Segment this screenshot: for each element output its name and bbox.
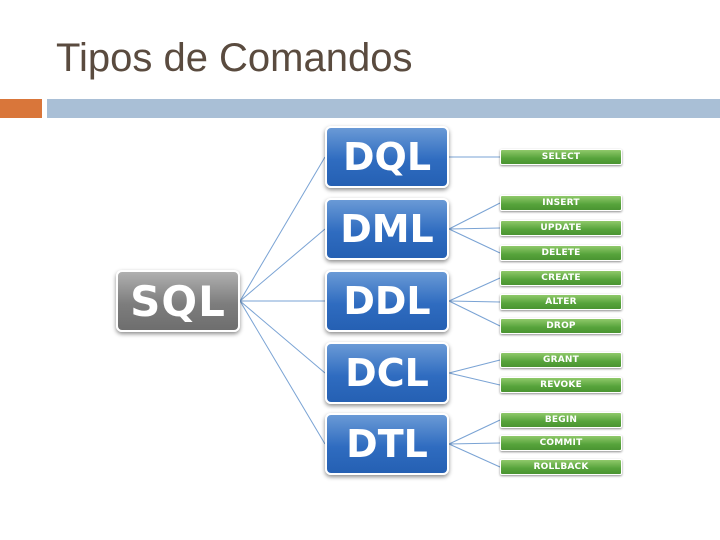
connector-line (448, 443, 501, 468)
command-rollback: ROLLBACK (500, 459, 622, 475)
connector-line (448, 277, 501, 302)
command-create: CREATE (500, 270, 622, 286)
root-node-sql: SQL (116, 270, 240, 332)
accent-bar-blue (47, 99, 720, 118)
connector-line (448, 442, 501, 445)
slide-title: Tipos de Comandos (56, 36, 413, 80)
connector-line (239, 300, 326, 445)
accent-bar-orange (0, 99, 42, 118)
connector-line (448, 228, 501, 254)
connector-line (239, 156, 326, 302)
command-update: UPDATE (500, 220, 622, 236)
command-select: SELECT (500, 149, 622, 165)
connector-line (448, 372, 501, 386)
connector-line (239, 228, 326, 302)
command-grant: GRANT (500, 352, 622, 368)
command-commit: COMMIT (500, 435, 622, 451)
command-alter: ALTER (500, 294, 622, 310)
command-insert: INSERT (500, 195, 622, 211)
command-drop: DROP (500, 318, 622, 334)
category-node-dcl: DCL (325, 342, 449, 404)
category-node-dml: DML (325, 198, 449, 260)
connector-line (448, 300, 501, 303)
command-delete: DELETE (500, 245, 622, 261)
category-node-dql: DQL (325, 126, 449, 188)
command-begin: BEGIN (500, 412, 622, 428)
connector-line (448, 359, 501, 374)
command-revoke: REVOKE (500, 377, 622, 393)
connector-line (239, 300, 326, 374)
connector-line (448, 419, 501, 445)
category-node-dtl: DTL (325, 413, 449, 475)
connector-line (448, 300, 501, 327)
category-node-ddl: DDL (325, 270, 449, 332)
connector-line (448, 227, 501, 230)
connector-line (448, 202, 501, 230)
